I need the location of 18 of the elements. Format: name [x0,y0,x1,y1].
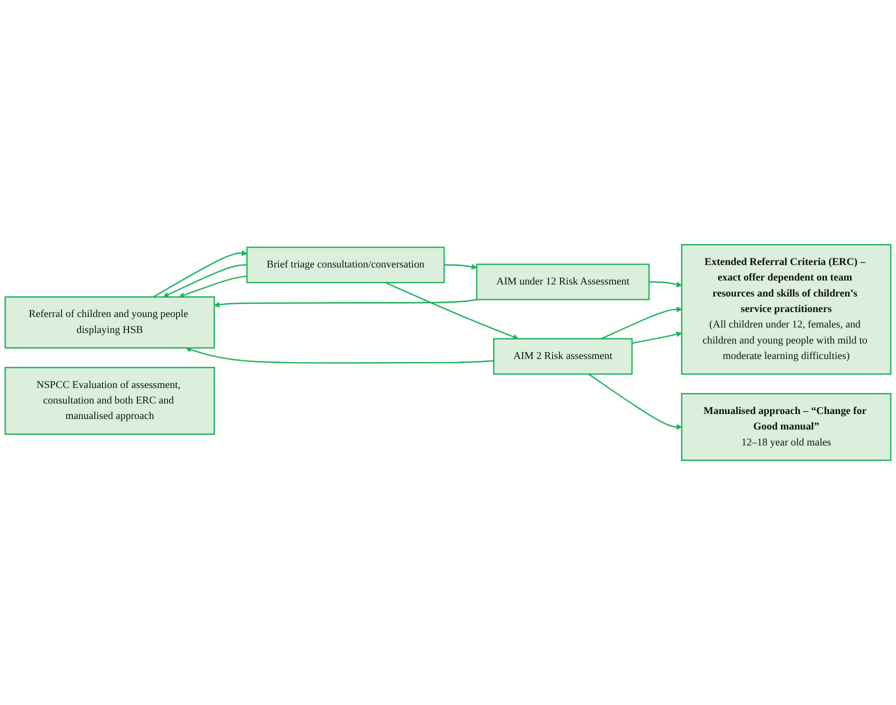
arrow [163,264,247,298]
arrow [601,306,682,340]
node-box: Brief triage consultation/conversation [246,246,445,284]
arrow [385,282,519,340]
node-box: Manualised approach – “Change for Good manual” 12–18 year old males [681,393,892,461]
arrow [186,346,494,364]
node-box: Referral of children and young people displaying HSB [4,296,215,349]
node-box: AIM 2 Risk assessment [493,338,633,375]
node-box: Extended Referral Criteria (ERC) – exact offer dependent on team resources and skills of children’s service practitioners (All children under 12, females, and children and young people with mild to moderate learning difficulties) [681,244,892,375]
arrow [178,276,248,298]
arrow [632,331,682,344]
node-box: NSPCC Evaluation of assessment, consultation and both ERC and manualised approach [4,366,215,435]
arrow [649,281,682,288]
node-box: AIM under 12 Risk Assessment [476,264,650,300]
arrow [214,298,477,308]
arrow [588,374,682,430]
arrow [153,250,248,298]
arrow [444,264,478,270]
